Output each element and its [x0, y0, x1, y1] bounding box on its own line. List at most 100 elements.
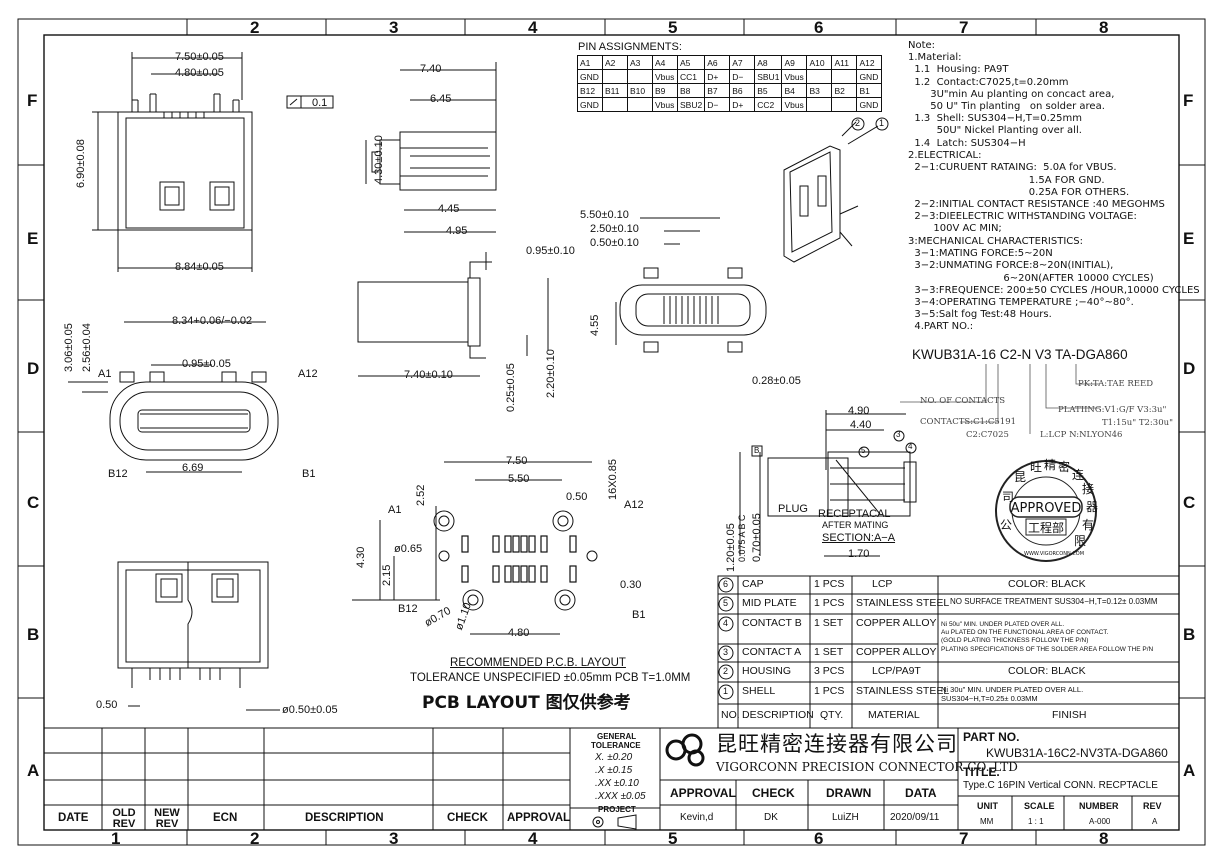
- pin-label-a12: A12: [298, 368, 318, 380]
- bom-header-qty: QTY.: [820, 709, 844, 721]
- bom-no: 1: [723, 686, 729, 696]
- dim-label: 0.30: [620, 579, 642, 591]
- zone-bottom: 1: [111, 829, 121, 848]
- pin-cell: D+: [704, 69, 731, 84]
- pin-cell: GND: [577, 69, 603, 84]
- company-name-cn: 昆旺精密连接器有限公司: [716, 732, 958, 756]
- dim-label: 4.40: [850, 419, 872, 431]
- zone-right: A: [1183, 761, 1196, 780]
- number-value: A-000: [1089, 817, 1111, 826]
- dim-label: 2.52: [415, 484, 427, 506]
- scale-value: 1 : 1: [1028, 817, 1044, 826]
- dim-label: 0.25±0.05: [505, 363, 517, 412]
- bom-finish: COLOR: BLACK: [1008, 578, 1086, 590]
- pin-cell: Vbus: [652, 69, 678, 84]
- note-line: 3−3:FREQUENCE: 200±50 CYCLES /HOUR,10000…: [908, 284, 1200, 296]
- zone-bottom: 8: [1099, 829, 1109, 848]
- callout-number: B: [754, 446, 760, 455]
- dim-label: ø0.50±0.05: [282, 704, 338, 716]
- zone-top: 3: [389, 18, 399, 37]
- note-line: 1.2 Contact:C7025,t=0.20mm: [908, 76, 1069, 88]
- pin-cell: B9: [652, 83, 678, 98]
- bom-material: COPPER ALLOY: [856, 617, 937, 629]
- rev-value: A: [1152, 817, 1158, 826]
- note-line: 1.3 Shell: SUS304−H,T=0.25mm: [908, 113, 1082, 125]
- note-line: 2.ELECTRICAL:: [908, 149, 982, 161]
- pin-cell: Vbus: [781, 69, 808, 84]
- check-name: DK: [764, 812, 778, 823]
- bom-qty: 1 SET: [814, 617, 844, 629]
- dim-label: 3.06±0.05: [63, 323, 75, 372]
- tolerance-line: .XX ±0.10: [595, 778, 639, 789]
- dim-label: 0.50: [566, 491, 588, 503]
- bom-qty: 1 SET: [814, 646, 844, 658]
- bom-no: 3: [723, 647, 729, 657]
- pin-label-b12: B12: [398, 603, 418, 615]
- pin-cell: B11: [602, 83, 628, 98]
- pin-cell: B7: [704, 83, 731, 98]
- part-code-lcp: L:LCP N:NLYON46: [1040, 430, 1123, 440]
- note-line: 4.PART NO.:: [908, 321, 974, 333]
- approved-stamp: APPROVED 工程部 公司昆 旺精密 连接器 有限 WWW.VIGORCON…: [995, 458, 1098, 562]
- pin-cell: [627, 69, 653, 84]
- pin-cell: A9: [781, 55, 808, 70]
- note-line: 1.Material:: [908, 52, 962, 64]
- dim-label: 4.45: [438, 203, 460, 215]
- dim-label: 2.15: [381, 564, 393, 586]
- zone-bottom: 2: [250, 829, 260, 848]
- zone-bottom: 6: [814, 829, 824, 848]
- dim-label: 1.20±0.05: [725, 523, 737, 572]
- note-line: Note:: [908, 40, 936, 51]
- bom-finish-line: Ni 50u" MIN. UNDER PLATED OVER ALL.: [941, 621, 1065, 628]
- bom-material: LCP: [872, 578, 893, 590]
- part-code-contacts-material-2: C2:C7025: [966, 430, 1009, 440]
- pin-cell: CC2: [754, 97, 783, 112]
- pin-cell: B2: [831, 83, 858, 98]
- note-line: 50U" Nickel Planting over all.: [908, 125, 1082, 137]
- pin-cell: CC1: [676, 69, 706, 84]
- zone-bottom: 5: [668, 829, 678, 848]
- drawn-label: DRAWN: [826, 786, 872, 800]
- dim-label: 8.34+0.06/−0.02: [172, 315, 253, 327]
- rev-header-approval: APPROVAL: [507, 812, 571, 824]
- pin-cell: B4: [781, 83, 808, 98]
- pin-cell: [831, 97, 858, 112]
- bom-finish: COLOR: BLACK: [1008, 665, 1086, 677]
- zone-top: 8: [1099, 18, 1109, 37]
- pin-cell: A7: [729, 55, 756, 70]
- dim-label: 0.50±0.10: [590, 237, 639, 249]
- part-code: KWUB31A-16 C2-N V3 TA-DGA860: [912, 347, 1128, 362]
- pin-cell: D+: [729, 97, 756, 112]
- dim-label: 4.90: [848, 405, 870, 417]
- zone-top: 5: [668, 18, 678, 37]
- dim-label: 0.50: [96, 699, 118, 711]
- note-line: 3−5:Salt fog Test:48 Hours.: [908, 309, 1052, 321]
- bom-no: 4: [723, 618, 729, 628]
- rev-label: REV: [1143, 801, 1162, 811]
- bom-header-no: NO.: [721, 709, 740, 721]
- pin-cell: B1: [856, 83, 883, 98]
- company-name-en: VIGORCONN PRECISION CONNECTOR CO.,LTD: [716, 760, 1018, 774]
- bom-header-material: MATERIAL: [868, 709, 920, 721]
- zone-right: D: [1183, 359, 1196, 378]
- tolerance-line: TOLERANCE: [591, 741, 641, 750]
- bom-finish-line: Ni 30u" MIN. UNDER PLATED OVER ALL.: [941, 685, 1084, 694]
- dim-label: 7.40±0.10: [404, 369, 453, 381]
- pin-cell: A3: [627, 55, 653, 70]
- dim-label: 6.45: [430, 93, 452, 105]
- unit-value: MM: [980, 817, 994, 826]
- pin-cell: B6: [729, 83, 756, 98]
- unit-label: UNIT: [977, 801, 998, 811]
- zone-right: B: [1183, 625, 1196, 644]
- dim-label: 2.20±0.10: [545, 349, 557, 398]
- note-line: 2−3:DIEELECTRIC WITHSTANDING VOLTAGE:: [908, 211, 1137, 223]
- approval-name: Kevin,d: [680, 812, 714, 823]
- dim-label: 4.95: [446, 225, 468, 237]
- bom-description: MID PLATE: [742, 597, 797, 609]
- pin-cell: SBU2: [676, 97, 706, 112]
- pin-cell: [602, 97, 628, 112]
- part-no-label: PART NO.: [963, 730, 1020, 744]
- date-value: 2020/09/11: [890, 812, 940, 823]
